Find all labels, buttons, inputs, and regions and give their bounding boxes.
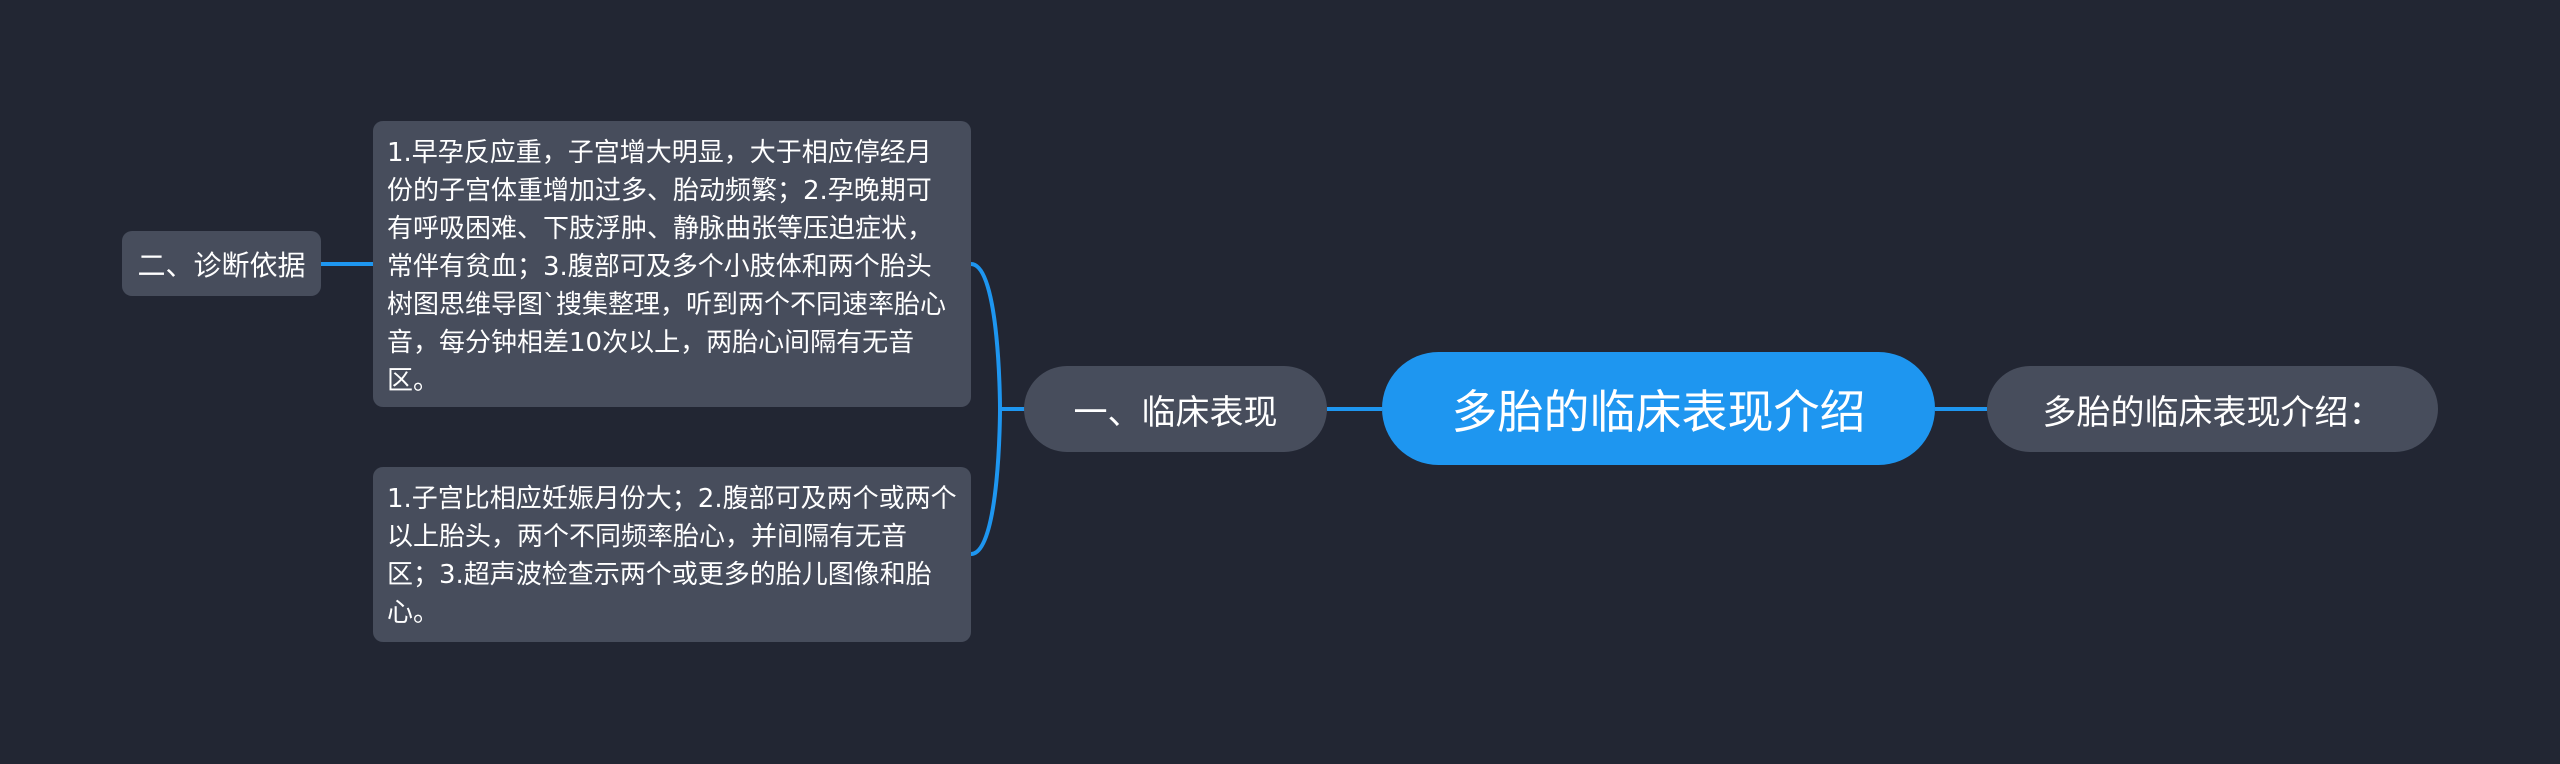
root-node[interactable]: 多胎的临床表现介绍 [1382,352,1935,465]
tag-node-diagnosis[interactable]: 二、诊断依据 [122,231,321,296]
child-node-1[interactable]: 1.早孕反应重，子宫增大明显，大于相应停经月份的子宫体重增加过多、胎动频繁；2.… [373,121,971,407]
connector-branch-children [969,262,1026,556]
right-branch-node[interactable]: 多胎的临床表现介绍： [1987,366,2438,452]
child-node-2[interactable]: 1.子宫比相应妊娠月份大；2.腹部可及两个或两个以上胎头，两个不同频率胎心，并间… [373,467,971,642]
left-branch-node[interactable]: 一、临床表现 [1024,366,1327,452]
